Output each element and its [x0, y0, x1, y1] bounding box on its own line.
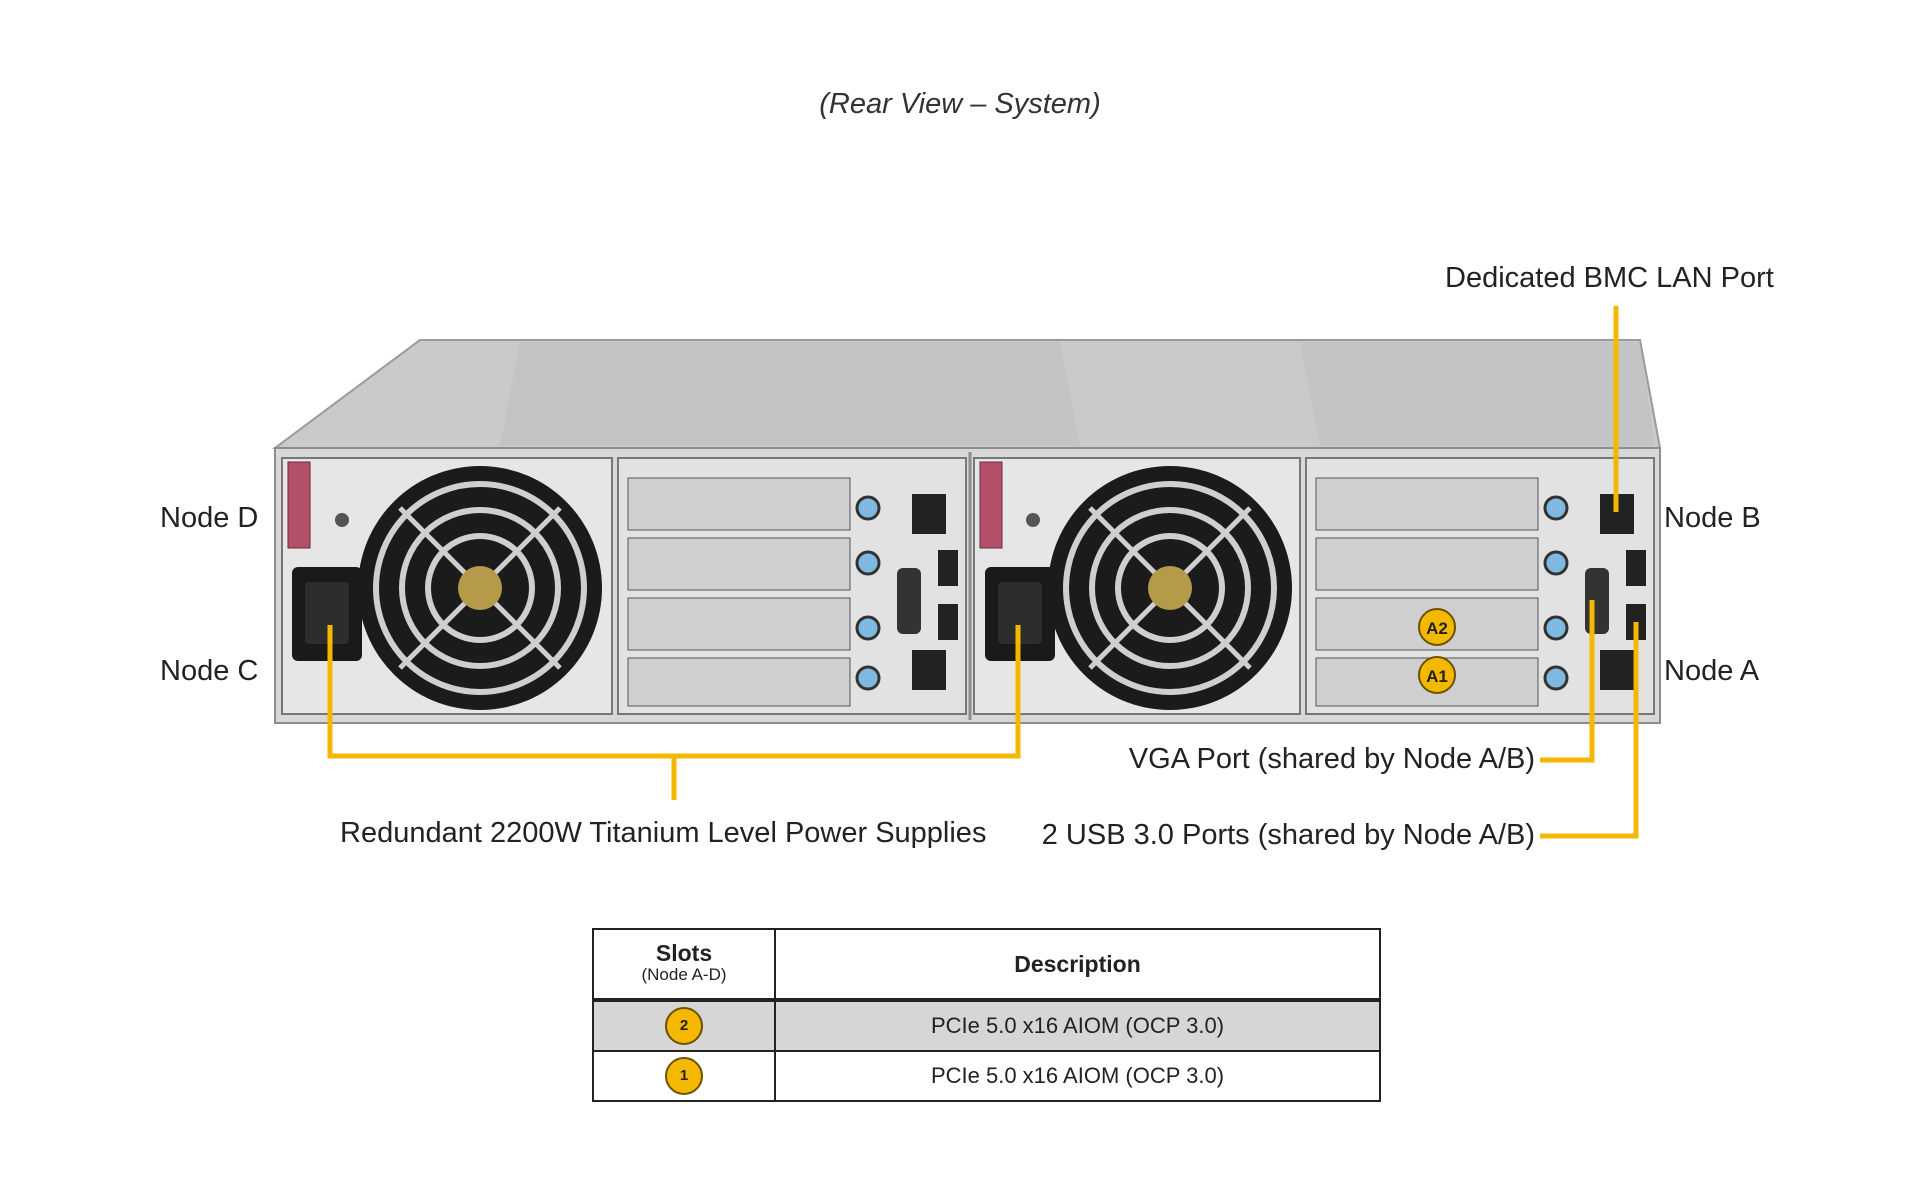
node-panel-right: A2 A1 [1305, 457, 1655, 715]
power-supply-left [281, 457, 613, 715]
slot-description: PCIe 5.0 x16 AIOM (OCP 3.0) [774, 999, 1381, 1052]
slot-marker-a1 [1418, 656, 1456, 694]
label-usb-ports: 2 USB 3.0 Ports (shared by Node A/B) [1041, 819, 1535, 851]
slot-marker-a1-label: A1 [1426, 667, 1448, 686]
vga-callout-line [1540, 600, 1595, 763]
header-slots: Slots (Node A-D) [592, 928, 776, 1001]
usb-port [1626, 550, 1646, 586]
header-description: Description [774, 928, 1381, 1001]
slot-marker-a2 [1418, 608, 1456, 646]
table-row: 1 PCIe 5.0 x16 AIOM (OCP 3.0) [592, 1050, 1381, 1102]
label-node-c: Node C [160, 655, 259, 687]
slot-description: PCIe 5.0 x16 AIOM (OCP 3.0) [774, 1050, 1381, 1102]
header-slots-sub: (Node A-D) [641, 965, 727, 984]
slot-marker-a2-label: A2 [1426, 619, 1448, 638]
usb-callout-line [1540, 622, 1639, 839]
label-node-b: Node B [1664, 502, 1761, 534]
label-bmc-lan-port: Dedicated BMC LAN Port [1445, 262, 1774, 294]
page-title: (Rear View – System) [819, 88, 1101, 120]
server-rear-diagram: A2 A1 [271, 306, 1662, 839]
header-slots-label: Slots [655, 940, 713, 966]
slot-badge: 1 [665, 1057, 703, 1095]
node-panel-left [617, 457, 967, 715]
slots-table: Slots (Node A-D) Description 2 PCIe 5.0 … [592, 928, 1381, 1102]
callout-lines [327, 306, 1639, 839]
slot-badge: 2 [665, 1007, 703, 1045]
label-vga-port: VGA Port (shared by Node A/B) [1128, 743, 1535, 775]
table-row: 2 PCIe 5.0 x16 AIOM (OCP 3.0) [592, 999, 1381, 1052]
label-power-supplies: Redundant 2200W Titanium Level Power Sup… [340, 817, 987, 849]
label-node-a: Node A [1664, 655, 1760, 687]
power-supply-right [973, 457, 1301, 715]
label-node-d: Node D [160, 502, 259, 534]
vga-port [1585, 568, 1609, 634]
